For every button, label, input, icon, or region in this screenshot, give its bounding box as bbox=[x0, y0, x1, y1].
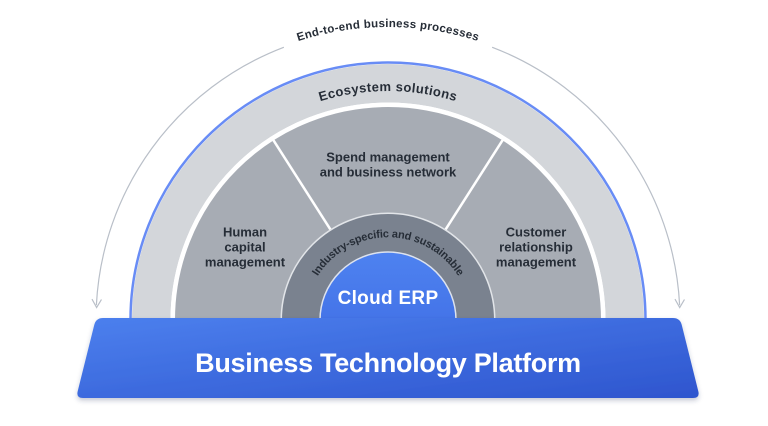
segment-label-line: Customer bbox=[506, 225, 567, 240]
segment-divider-right bbox=[442, 137, 506, 234]
end-to-end-label: End-to-end business processes bbox=[295, 18, 480, 44]
segment-label-line: management bbox=[205, 255, 286, 270]
platform-label: Business Technology Platform bbox=[195, 348, 581, 378]
segment-label-customer-relationship: Customer relationship management bbox=[496, 225, 577, 270]
segment-label-line: and business network bbox=[320, 165, 457, 180]
segment-label-line: relationship bbox=[499, 240, 573, 255]
segment-label-line: Spend management bbox=[326, 150, 450, 165]
segment-label-line: capital bbox=[224, 240, 265, 255]
segment-label-human-capital: Human capital management bbox=[205, 225, 286, 270]
down-arrow-left-icon bbox=[91, 298, 102, 309]
platform-bar bbox=[77, 318, 699, 398]
cloud-erp-label: Cloud ERP bbox=[338, 288, 439, 309]
segment-label-line: Human bbox=[223, 225, 267, 240]
down-arrow-right-icon bbox=[674, 298, 685, 309]
end-to-end-arc-right bbox=[492, 46, 681, 306]
end-to-end-arc-left bbox=[95, 46, 284, 306]
segment-label-spend-management: Spend management and business network bbox=[320, 150, 457, 180]
segment-divider-left bbox=[270, 137, 334, 234]
segment-label-line: management bbox=[496, 255, 577, 270]
end-to-end-arrows bbox=[91, 46, 685, 309]
